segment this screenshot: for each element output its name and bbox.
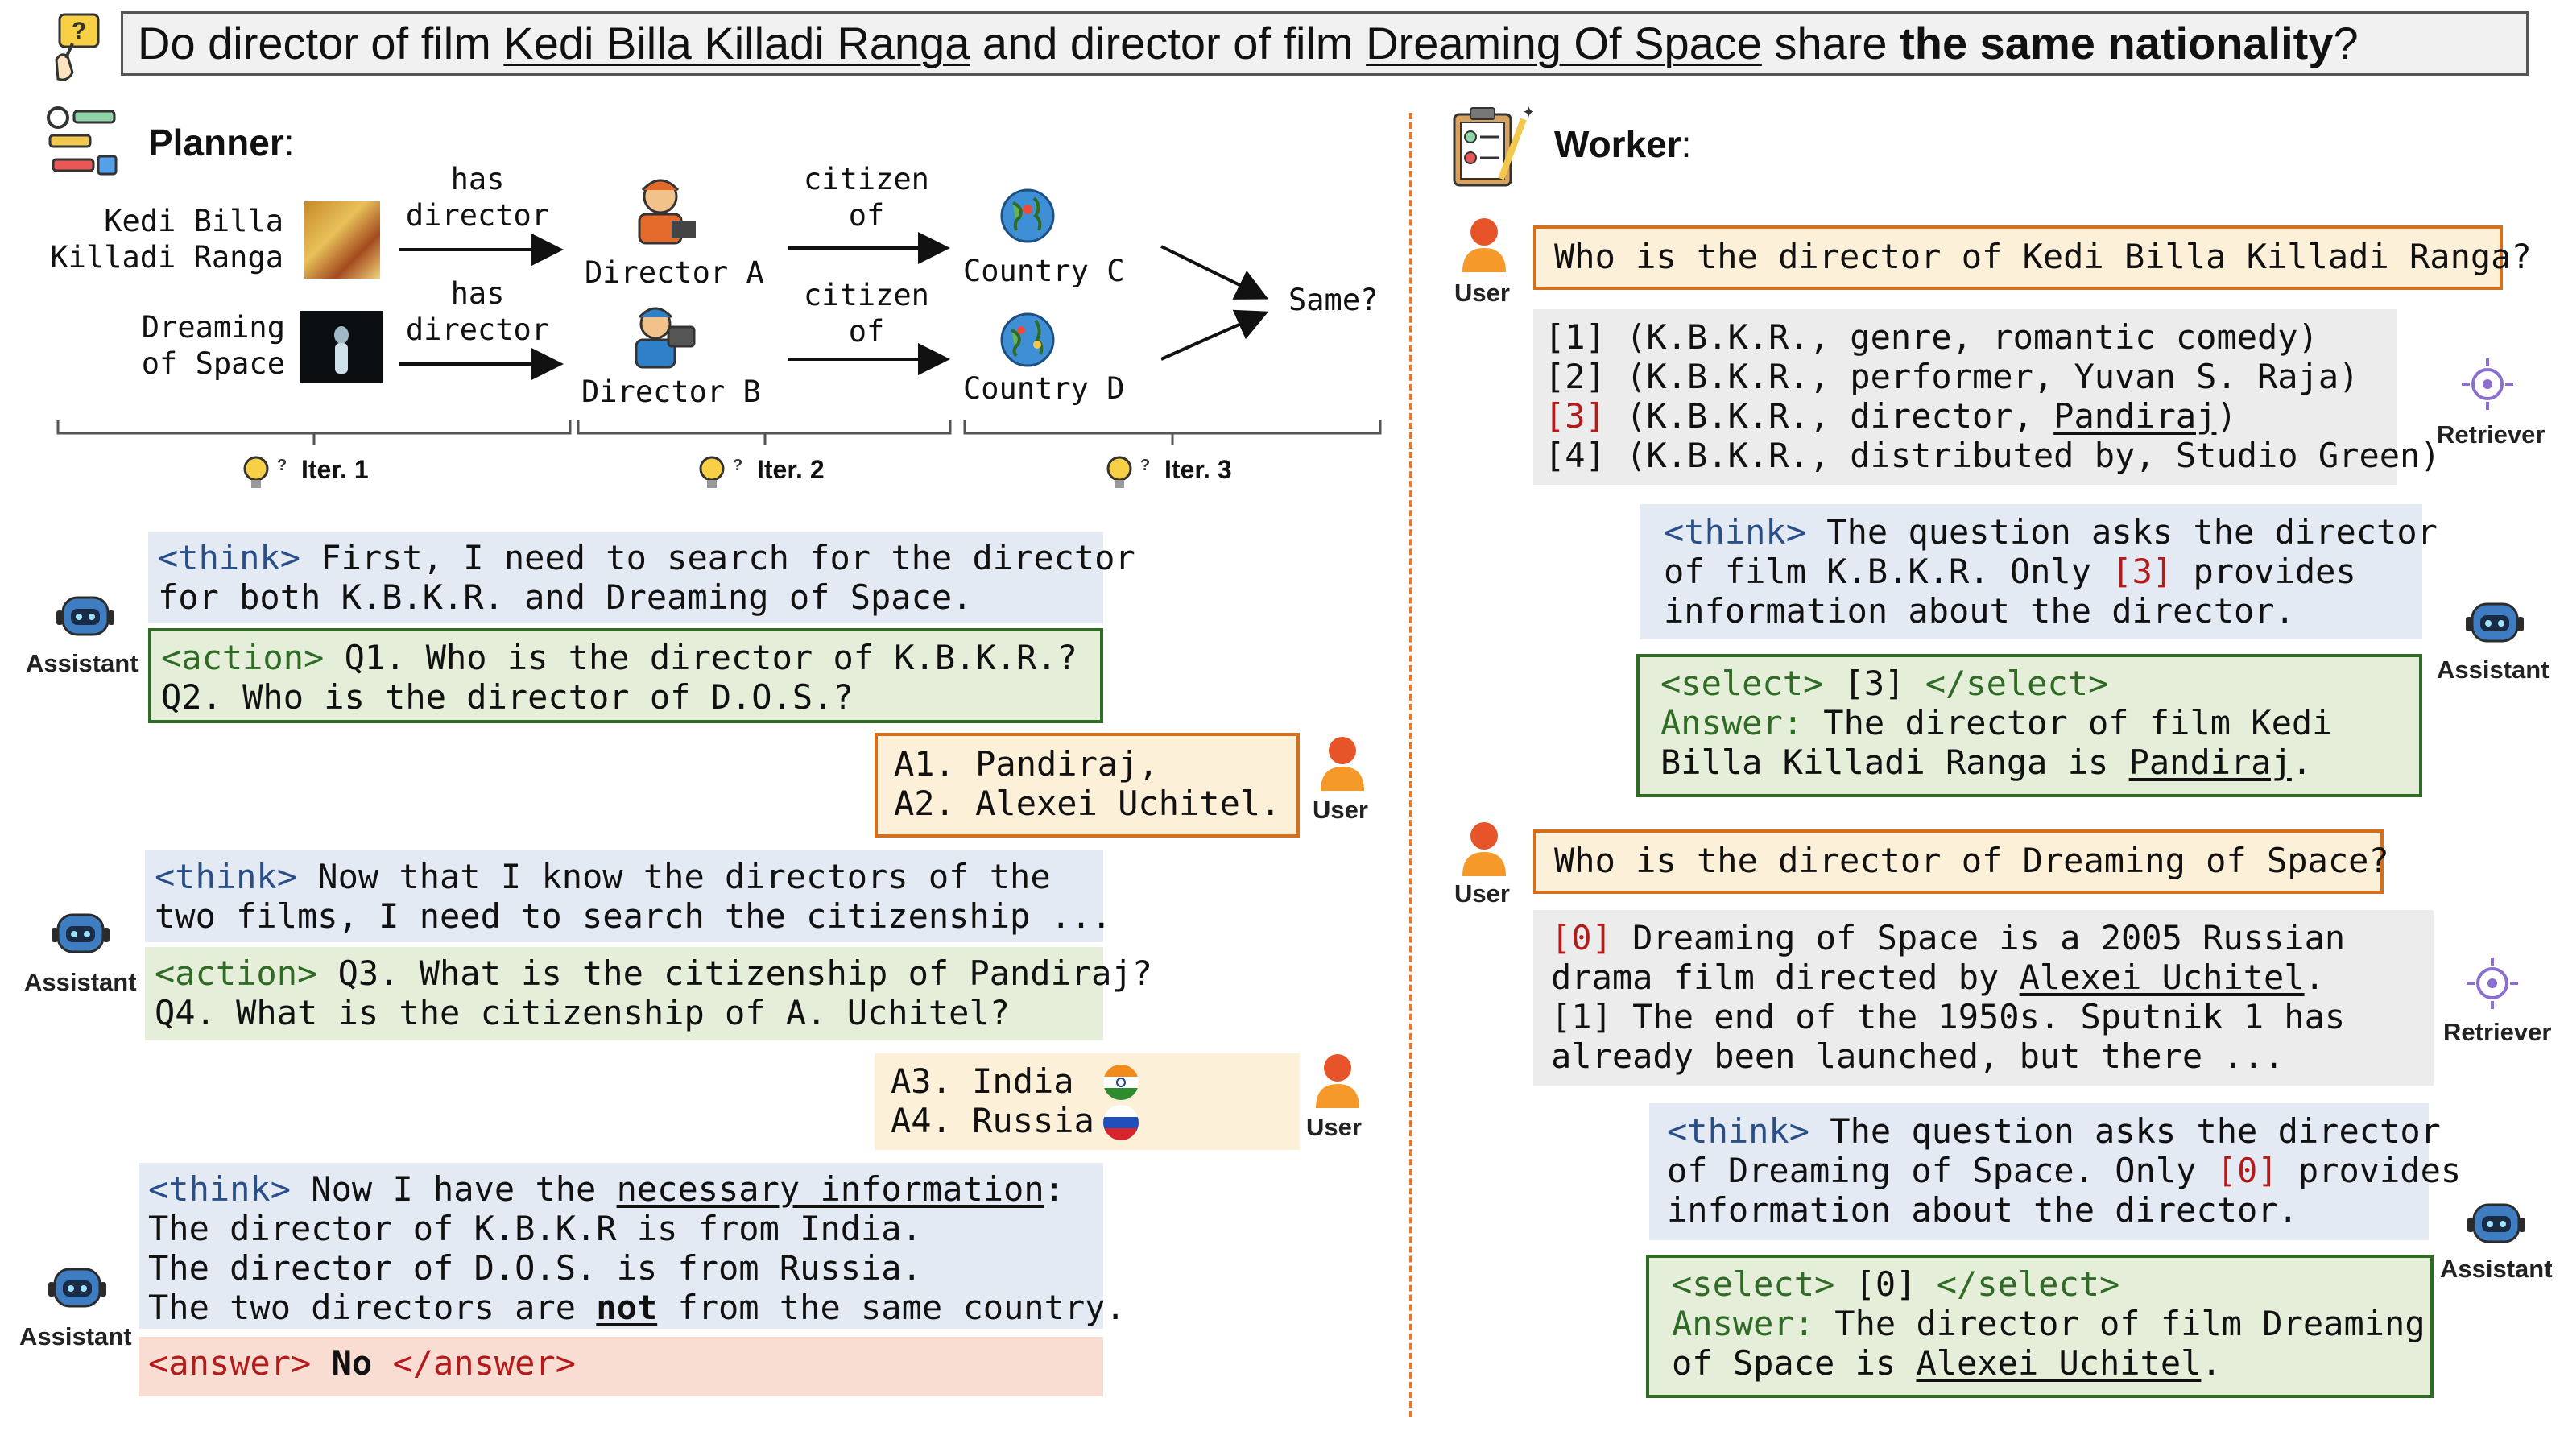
retrieval-results-1: [1] (K.B.K.R., genre, romantic comedy) [… [1533,309,2441,485]
retrieval-results-2: [0] Dreaming of Space is a 2005 Russian … [1533,910,2434,1086]
worker-question-2: Who is the director of Dreaming of Space… [1533,829,2389,894]
question-icon: ? [48,11,105,84]
planner-arrows [56,232,1382,445]
worker-select-2: <select> [0] </select> Answer: The direc… [1646,1255,2434,1398]
user-answer-2: A3. India A4. Russia [875,1053,1300,1150]
citizen-of-label-bottom: citizen of [804,278,929,349]
assistant-label-3: Assistant [19,1322,132,1351]
retriever-icon [2464,955,2521,1011]
final-answer-block: <answer> No </answer> [139,1337,1103,1396]
assistant-robot-icon [50,904,111,960]
india-flag-icon [1103,1065,1139,1100]
country-d-label: Country D [963,371,1125,406]
planner-icon [42,103,122,180]
assistant-robot-icon [2464,593,2525,649]
assistant-robot-icon [2466,1193,2527,1250]
film1-poster [304,201,380,279]
iter-1-icon: ? [242,451,288,493]
planner-title: Planner: [148,122,295,163]
director-b-label: Director B [581,374,761,409]
svg-text:?: ? [277,457,287,474]
worker-think-2: <think> The question asks the director o… [1649,1103,2461,1240]
think-block-2: <think> Now that I know the directors of… [145,850,1111,942]
director-a-icon [628,172,701,250]
has-director-label-top: has director [405,162,550,233]
action-block-1: <action> Q1. Who is the director of K.B.… [148,628,1103,723]
svg-text:?: ? [72,18,86,44]
citizen-of-label-top: citizen of [804,162,929,233]
section-divider [1409,113,1412,1417]
think-block-3: <think> Now I have the necessary informa… [139,1163,1126,1329]
film-a-name: Kedi Billa Killadi Ranga [503,18,970,68]
russia-flag-icon [1103,1105,1139,1140]
retriever-icon [2459,356,2516,412]
country-c-label: Country C [963,254,1125,288]
globe-icon-c [999,187,1057,245]
worker-clipboard-icon: ✦ [1449,103,1536,190]
same-label: Same? [1288,283,1379,317]
director-a-label: Director A [585,255,764,290]
user-label-2: User [1306,1113,1362,1141]
iter-3-label: Iter. 3 [1164,455,1232,484]
iter-3-icon: ? [1105,451,1152,493]
worker-assistant-label-2: Assistant [2440,1255,2553,1283]
iter-2-icon: ? [697,451,744,493]
film1-label: Kedi Billa Killadi Ranga [50,204,283,275]
worker-user-label-1: User [1454,279,1510,307]
director-b-icon [628,303,701,372]
retriever-label-2: Retriever [2443,1018,2552,1046]
worker-assistant-label-1: Assistant [2437,656,2550,684]
svg-text:✦: ✦ [1522,104,1533,122]
user-label-1: User [1313,796,1368,824]
worker-question-1: Who is the director of Kedi Billa Killad… [1533,225,2532,290]
has-director-label-bottom: has director [405,276,550,347]
assistant-robot-icon [55,586,116,643]
user-answer-1: A1. Pandiraj, A2. Alexei Uchitel. [875,733,1300,838]
film-b-name: Dreaming Of Space [1366,18,1762,68]
assistant-label-2: Assistant [24,968,137,996]
action-block-2: <action> Q3. What is the citizenship of … [145,947,1152,1040]
film2-poster [300,311,383,383]
user-person-icon [1316,734,1369,792]
retriever-label-1: Retriever [2437,420,2545,449]
iter-2-label: Iter. 2 [757,455,825,484]
svg-text:?: ? [733,457,742,474]
worker-select-1: <select> [3] </select> Answer: The direc… [1636,654,2422,797]
globe-icon-d [999,311,1057,369]
question-banner: Do director of film Kedi Billa Killadi R… [121,11,2529,76]
user-person-icon [1458,216,1511,274]
iter-1-label: Iter. 1 [301,455,369,484]
film2-label: Dreaming of Space [141,310,285,381]
assistant-label-1: Assistant [26,649,139,677]
think-block-1: <think> First, I need to search for the … [148,532,1135,623]
user-person-icon [1311,1052,1364,1110]
worker-think-1: <think> The question asks the director o… [1640,504,2438,639]
worker-user-label-2: User [1454,879,1510,908]
svg-text:?: ? [1140,457,1150,474]
assistant-robot-icon [47,1258,108,1314]
user-person-icon [1458,820,1511,878]
worker-title: Worker: [1554,123,1692,165]
